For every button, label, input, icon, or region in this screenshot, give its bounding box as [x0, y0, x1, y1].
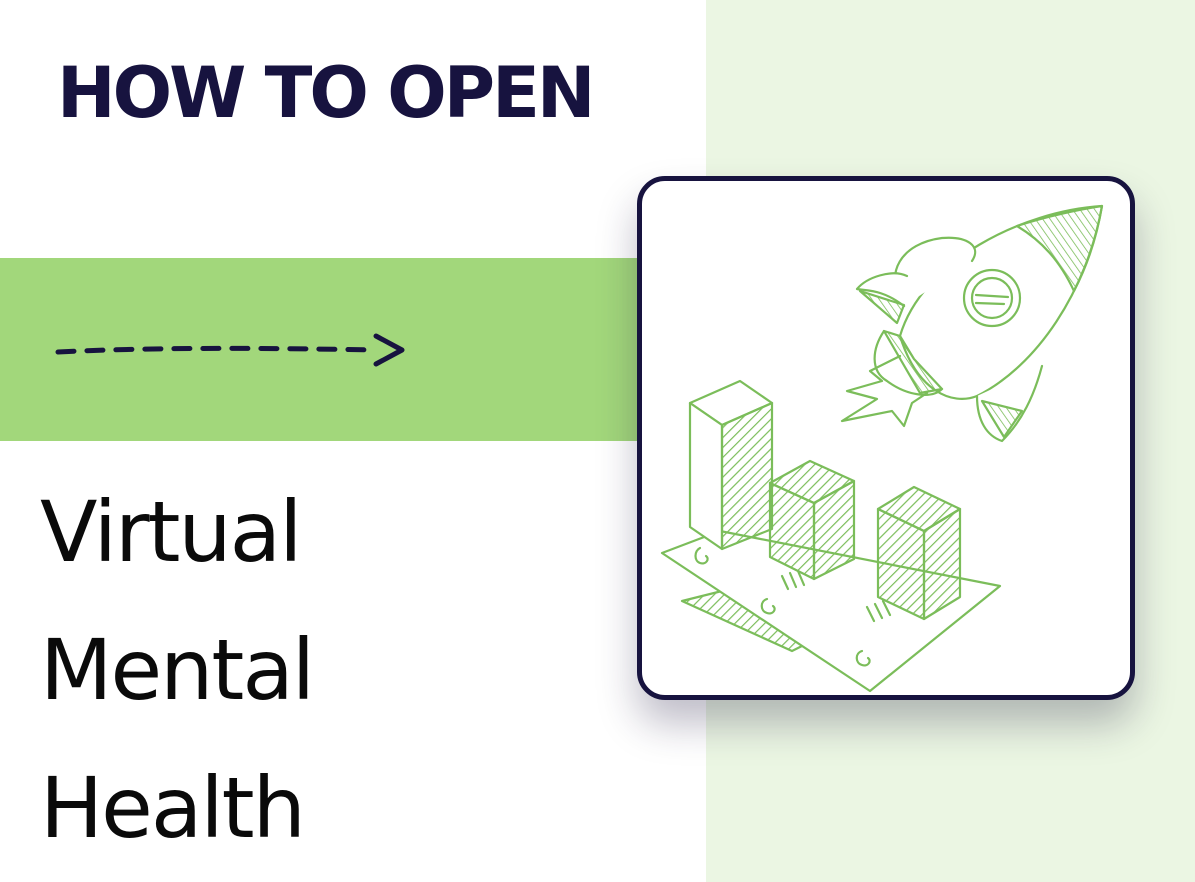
- rocket-growth-bar-chart-icon: [660, 204, 1104, 693]
- rocket-icon: [840, 204, 1104, 443]
- title-line-1: Virtual: [40, 483, 302, 581]
- dashed-arrow-right-icon: [55, 333, 405, 367]
- title-line-3: Health: [40, 759, 306, 857]
- title-line-2: Mental: [40, 621, 315, 719]
- bar-chart-icon: [688, 379, 962, 621]
- illustration-card: [637, 176, 1135, 700]
- page-heading: HOW TO OPEN: [57, 52, 596, 134]
